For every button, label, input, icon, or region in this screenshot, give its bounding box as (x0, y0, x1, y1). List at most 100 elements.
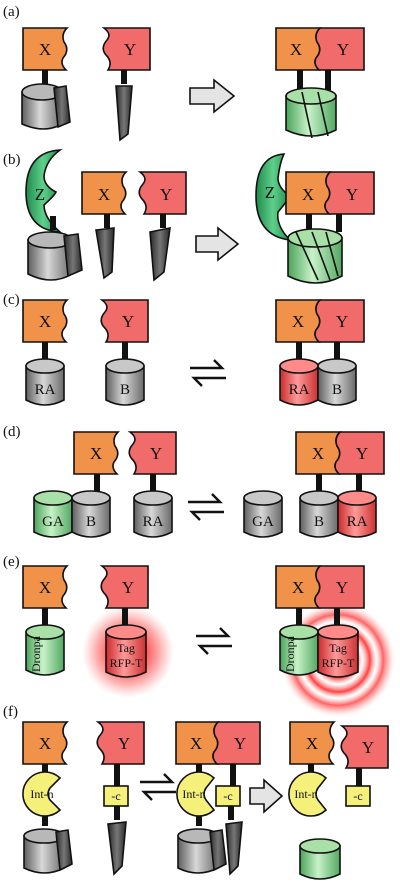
green-reconstituted-cylinder (299, 838, 341, 880)
cylinder-b-grey: B (105, 358, 145, 406)
cylinder-b-grey: B (299, 490, 339, 538)
label-y: Y (346, 185, 358, 204)
panel-label-e: (e) (3, 554, 20, 570)
label-x: X (312, 444, 324, 463)
cylinder-b-grey: B (317, 358, 357, 406)
grey-fragment-c (107, 821, 127, 876)
protein-y: Y (95, 721, 145, 765)
label-y: Y (124, 40, 136, 59)
protein-y: Y (99, 565, 149, 609)
grey-fragment-c (149, 226, 171, 282)
protein-y: Y (137, 171, 187, 215)
grey-fragment-n (23, 828, 73, 874)
cylinder-ga-green: GA (33, 490, 73, 538)
panel-label-f: (f) (3, 704, 18, 720)
protein-x: X (22, 27, 69, 71)
panel-label-a: (a) (3, 4, 20, 20)
label-x: X (90, 444, 102, 463)
equilibrium-arrows (190, 359, 226, 387)
label-x: X (39, 734, 51, 753)
intein-n: Int-n (288, 771, 328, 817)
panel-a: (a) X Y X Y (3, 4, 365, 142)
label-ra: RA (35, 382, 56, 398)
cylinder-ra-red: RA (279, 358, 319, 406)
label-b: B (314, 514, 324, 530)
complex-xy: X Y (275, 299, 365, 343)
grey-fragment-c (225, 821, 243, 876)
intein-c: -c (215, 785, 241, 807)
label-int-n: Int-n (182, 787, 205, 801)
label-x: X (39, 40, 51, 59)
grey-fragment-n (21, 83, 71, 130)
protein-y: Y (101, 27, 151, 71)
label-c: -c (223, 789, 232, 803)
label-y: Y (122, 578, 134, 597)
label-tag: Tag (329, 641, 347, 655)
label-y: Y (122, 312, 134, 331)
intein-n: Int-n (22, 771, 62, 817)
label-dronpa: Dronpa (283, 635, 297, 672)
cylinder-tag-rfp: Tag RFP-T (105, 624, 147, 678)
protein-y: Y (339, 725, 389, 769)
grey-fragment-n (27, 231, 83, 281)
label-dronpa: Dronpa (29, 635, 43, 672)
cylinder-dronpa: Dronpa (279, 624, 319, 676)
arrow-right (249, 778, 284, 814)
protein-y: Y (99, 299, 149, 343)
label-x: X (292, 578, 304, 597)
label-tag: Tag (117, 641, 135, 655)
grey-fragment-mid (95, 227, 115, 280)
green-reconstituted-cylinder (285, 87, 337, 139)
protein-x: X (22, 565, 69, 609)
equilibrium-arrows (196, 627, 232, 655)
protein-z: Z (25, 149, 63, 233)
label-b: B (120, 382, 130, 398)
label-y: Y (336, 578, 348, 597)
panel-label-d: (d) (3, 424, 21, 440)
label-x: X (292, 312, 304, 331)
label-ga: GA (42, 514, 64, 530)
complex-xy: X Y (275, 27, 365, 71)
label-y: Y (160, 185, 172, 204)
complex-xy: X Y (295, 431, 385, 475)
protein-x: X (73, 431, 120, 475)
label-c: -c (353, 789, 362, 803)
arrow-right (189, 78, 236, 114)
label-y: Y (118, 734, 130, 753)
label-ga: GA (252, 514, 274, 530)
panel-f: (f) X Int-n Y -c (3, 704, 389, 880)
label-x: X (290, 40, 302, 59)
label-ra: RA (143, 514, 164, 530)
label-rfp-t: RFP-T (110, 656, 143, 670)
label-y: Y (336, 312, 348, 331)
label-int-n: Int-n (294, 787, 317, 801)
protein-x: X (22, 721, 69, 765)
intein-c: -c (103, 785, 129, 807)
panel-e: (e) X Dronpa Y Tag RFP-T (3, 554, 396, 718)
label-y: Y (362, 738, 374, 757)
complex-xy: X Y (175, 721, 261, 765)
cylinder-b-grey: B (71, 490, 111, 538)
panel-label-b: (b) (3, 152, 21, 168)
panel-label-c: (c) (3, 292, 20, 308)
label-y: Y (234, 734, 246, 753)
cylinder-ga-grey: GA (243, 490, 283, 538)
panel-d: (d) X Y GA B RA (3, 424, 385, 538)
label-y: Y (337, 40, 349, 59)
cylinder-dronpa: Dronpa (25, 624, 65, 676)
intein-n: Int-n (176, 771, 216, 817)
label-x: X (98, 185, 110, 204)
label-x: X (39, 312, 51, 331)
green-reconstituted-cylinder (287, 228, 343, 284)
label-ra: RA (289, 382, 310, 398)
grey-fragment-c (115, 85, 133, 142)
label-b: B (332, 382, 342, 398)
label-x: X (39, 578, 51, 597)
label-y: Y (150, 444, 162, 463)
label-int-n: Int-n (30, 787, 53, 801)
protein-x: X (289, 721, 336, 765)
label-x: X (190, 734, 202, 753)
arrow-right (195, 226, 240, 262)
label-z: Z (35, 185, 45, 204)
